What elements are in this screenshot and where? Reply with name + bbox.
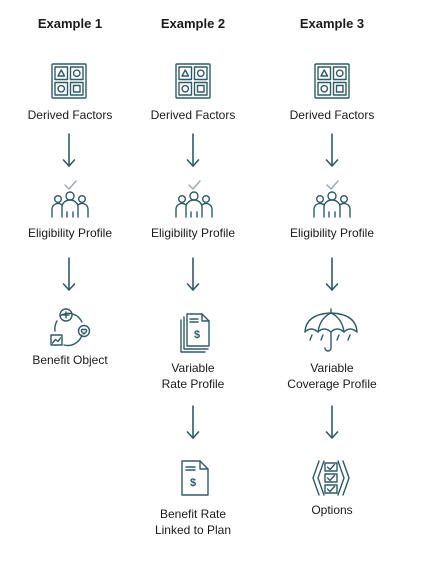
column-title-example-2: Example 2 xyxy=(160,16,226,31)
step-label-derived-factors: Derived Factors xyxy=(27,108,113,122)
step-label-benefit-rate-linked-to-plan: Benefit Rate Linked to Plan xyxy=(123,506,263,538)
flow-arrow-down xyxy=(325,133,339,167)
derived-factors-icon xyxy=(175,63,211,99)
flow-arrow-down xyxy=(62,133,76,167)
flow-arrow-down xyxy=(325,257,339,291)
variable-rate-profile-icon: $ xyxy=(180,313,210,353)
options-checklist-icon xyxy=(312,460,350,496)
column-title-example-3: Example 3 xyxy=(299,16,365,31)
benefit-rate-icon: $ xyxy=(181,460,209,496)
flow-arrow-down xyxy=(325,405,339,439)
flow-arrow-down xyxy=(186,133,200,167)
step-label-derived-factors: Derived Factors xyxy=(150,108,236,122)
label-line: Rate Profile xyxy=(161,377,225,391)
eligibility-profile-icon xyxy=(313,180,351,218)
eligibility-profile-icon xyxy=(51,180,89,218)
column-title-example-1: Example 1 xyxy=(37,16,103,31)
step-label-benefit-object: Benefit Object xyxy=(32,353,108,367)
derived-factors-icon xyxy=(314,63,350,99)
step-label-variable-rate-profile: Variable Rate Profile xyxy=(123,360,263,392)
label-line: Benefit Rate xyxy=(159,507,227,521)
eligibility-profile-icon xyxy=(175,180,213,218)
svg-text:$: $ xyxy=(190,477,196,489)
step-label-variable-coverage-profile: Variable Coverage Profile xyxy=(262,360,402,392)
label-line: Variable xyxy=(171,361,215,375)
derived-factors-icon xyxy=(51,63,87,99)
step-label-derived-factors: Derived Factors xyxy=(289,108,375,122)
step-label-eligibility-profile: Eligibility Profile xyxy=(27,226,113,240)
label-line: Coverage Profile xyxy=(287,377,377,391)
benefit-object-icon xyxy=(50,308,91,347)
label-line: Linked to Plan xyxy=(154,523,232,537)
step-label-options: Options xyxy=(311,503,353,517)
umbrella-icon xyxy=(304,308,358,352)
flow-arrow-down xyxy=(186,257,200,291)
flow-arrow-down xyxy=(62,257,76,291)
step-label-eligibility-profile: Eligibility Profile xyxy=(289,226,375,240)
svg-text:$: $ xyxy=(194,329,200,341)
step-label-eligibility-profile: Eligibility Profile xyxy=(150,226,236,240)
flow-arrow-down xyxy=(186,405,200,439)
label-line: Variable xyxy=(310,361,354,375)
